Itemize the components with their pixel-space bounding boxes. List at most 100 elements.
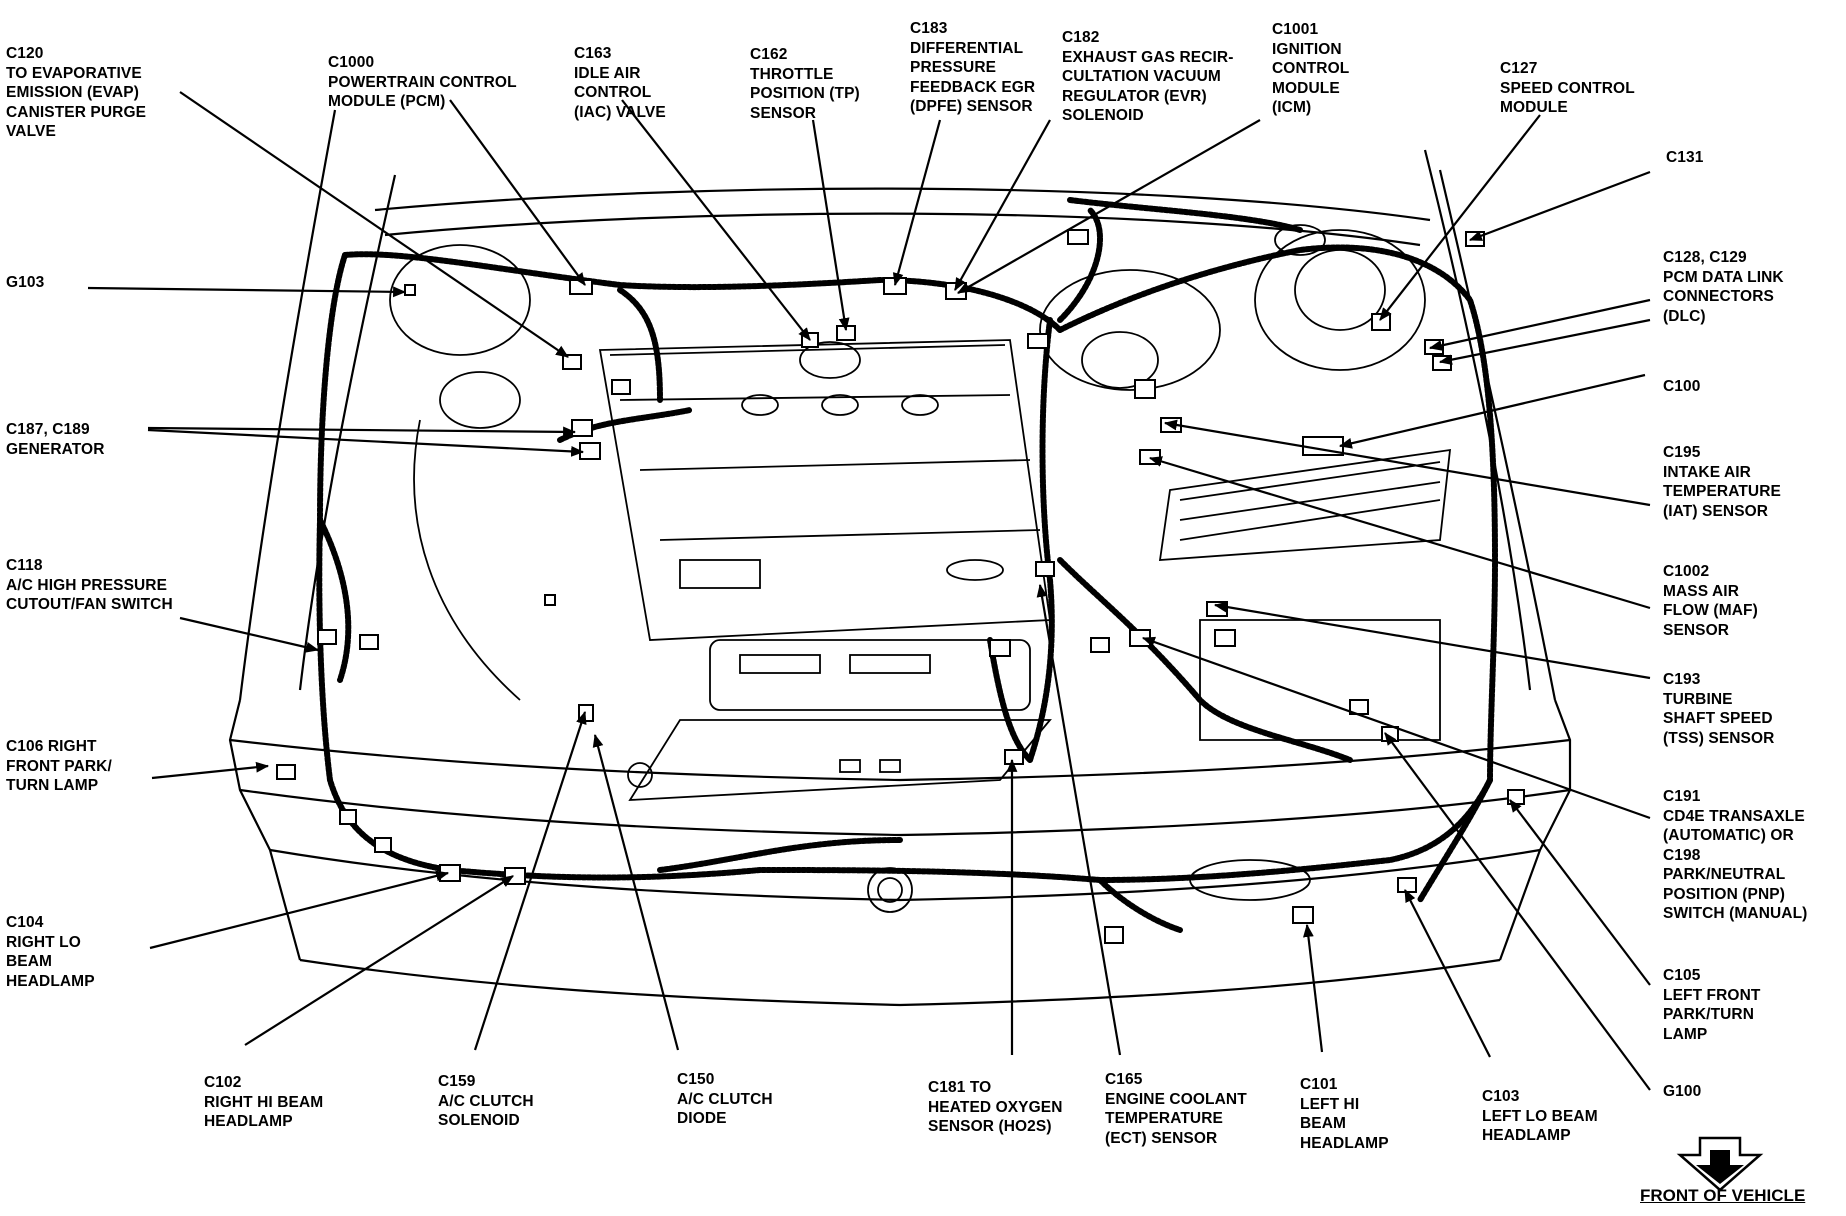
label-line: HEATED OXYGEN xyxy=(928,1098,1063,1116)
label-line: (ECT) SENSOR xyxy=(1105,1129,1218,1147)
label-line: C198 xyxy=(1663,846,1701,864)
label-line: POSITION (PNP) xyxy=(1663,885,1785,903)
label-line: SOLENOID xyxy=(438,1112,520,1129)
leader-lines xyxy=(87,91,1651,1091)
label-line: C105 xyxy=(1663,967,1701,984)
label-line: CUTOUT/FAN SWITCH xyxy=(6,596,173,613)
label-line: FLOW (MAF) xyxy=(1663,602,1758,619)
label-line: PCM DATA LINK xyxy=(1663,268,1784,286)
label-line: C102 xyxy=(204,1074,242,1091)
label-line: POSITION (TP) xyxy=(750,85,860,102)
label-line: CD4E TRANSAXLE xyxy=(1663,807,1805,825)
label-line: C120 xyxy=(6,45,44,62)
label-line: TO EVAPORATIVE xyxy=(6,64,142,82)
label-line: CONTROL xyxy=(574,84,652,101)
label-line: HEADLAMP xyxy=(204,1113,293,1130)
label-line: POWERTRAIN CONTROL xyxy=(328,73,517,91)
label-line: C163 xyxy=(574,45,612,62)
engine-components xyxy=(389,224,1452,913)
label-line: C191 xyxy=(1663,788,1701,805)
label-line: RIGHT LO xyxy=(6,933,81,951)
label-line: C195 xyxy=(1663,444,1701,461)
label-line: SOLENOID xyxy=(1062,107,1144,124)
label-line: G103 xyxy=(6,274,45,291)
label-line: INTAKE AIR xyxy=(1663,463,1751,481)
label-line: (TSS) SENSOR xyxy=(1663,729,1775,747)
label-line: C162 xyxy=(750,46,788,63)
label-line: G100 xyxy=(1663,1083,1702,1100)
label-line: SENSOR xyxy=(1663,621,1730,639)
label-line: IGNITION xyxy=(1272,40,1342,58)
label-line: A/C HIGH PRESSURE xyxy=(6,576,168,594)
label-line: EMISSION (EVAP) xyxy=(6,84,139,101)
label-line: C104 xyxy=(6,914,44,931)
front-of-vehicle-text: FRONT OF VEHICLE xyxy=(1640,1186,1806,1205)
label-line: C118 xyxy=(6,557,43,574)
label-line: GENERATOR xyxy=(6,440,105,458)
label-line: C131 xyxy=(1666,149,1704,166)
label-line: C187, C189 xyxy=(6,421,90,438)
label-line: A/C CLUTCH xyxy=(438,1092,534,1110)
label-line: BEAM xyxy=(1300,1115,1347,1132)
label-line: CONNECTORS xyxy=(1663,288,1774,305)
label-line: TEMPERATURE xyxy=(1105,1110,1223,1127)
label-line: HEADLAMP xyxy=(1300,1134,1389,1152)
label-g100: G100 xyxy=(1663,1082,1701,1102)
front-of-vehicle-arrow xyxy=(1676,1136,1764,1192)
label-line: C183 xyxy=(910,20,948,37)
label-line: C181 TO xyxy=(928,1079,992,1096)
label-line: FRONT PARK/ xyxy=(6,757,112,775)
label-line: (ICM) xyxy=(1272,99,1312,116)
label-line: PARK/NEUTRAL xyxy=(1663,866,1786,883)
wiring-harness xyxy=(316,197,1499,933)
label-line: HEADLAMP xyxy=(6,972,95,990)
label-line: C150 xyxy=(677,1071,715,1088)
label-line: C1000 xyxy=(328,54,375,71)
label-line: A/C CLUTCH xyxy=(677,1090,773,1108)
label-line: C193 xyxy=(1663,671,1701,688)
label-line: C101 xyxy=(1300,1076,1338,1093)
label-line: HEADLAMP xyxy=(1482,1127,1571,1144)
label-line: SHAFT SPEED xyxy=(1663,710,1773,727)
label-c100: C100 xyxy=(1663,377,1700,397)
label-line: SENSOR xyxy=(750,104,817,122)
label-c131: C131 xyxy=(1666,148,1703,168)
label-line: MODULE xyxy=(1500,99,1568,116)
label-line: PARK/TURN xyxy=(1663,1006,1755,1023)
label-line: SPEED CONTROL xyxy=(1500,79,1635,97)
label-line: DIODE xyxy=(677,1110,727,1127)
vehicle-body-outline xyxy=(228,109,1572,1007)
label-line: VALVE xyxy=(6,123,56,140)
label-line: SWITCH (MANUAL) xyxy=(1663,905,1808,922)
label-line: EXHAUST GAS RECIR- xyxy=(1062,48,1234,66)
label-line: CULTATION VACUUM xyxy=(1062,68,1221,85)
label-line: LEFT FRONT xyxy=(1663,986,1761,1004)
label-line: C100 xyxy=(1663,378,1701,395)
label-line: DIFFERENTIAL xyxy=(910,39,1024,57)
label-line: LAMP xyxy=(1663,1025,1708,1043)
label-line: MASS AIR xyxy=(1663,582,1740,600)
label-line: C165 xyxy=(1105,1071,1143,1088)
label-line: C103 xyxy=(1482,1088,1520,1105)
label-line: BEAM xyxy=(6,953,53,970)
label-line: TURBINE xyxy=(1663,690,1733,708)
label-line: (DPFE) SENSOR xyxy=(910,98,1033,115)
label-line: C159 xyxy=(438,1073,476,1090)
label-line: LEFT HI xyxy=(1300,1095,1360,1113)
